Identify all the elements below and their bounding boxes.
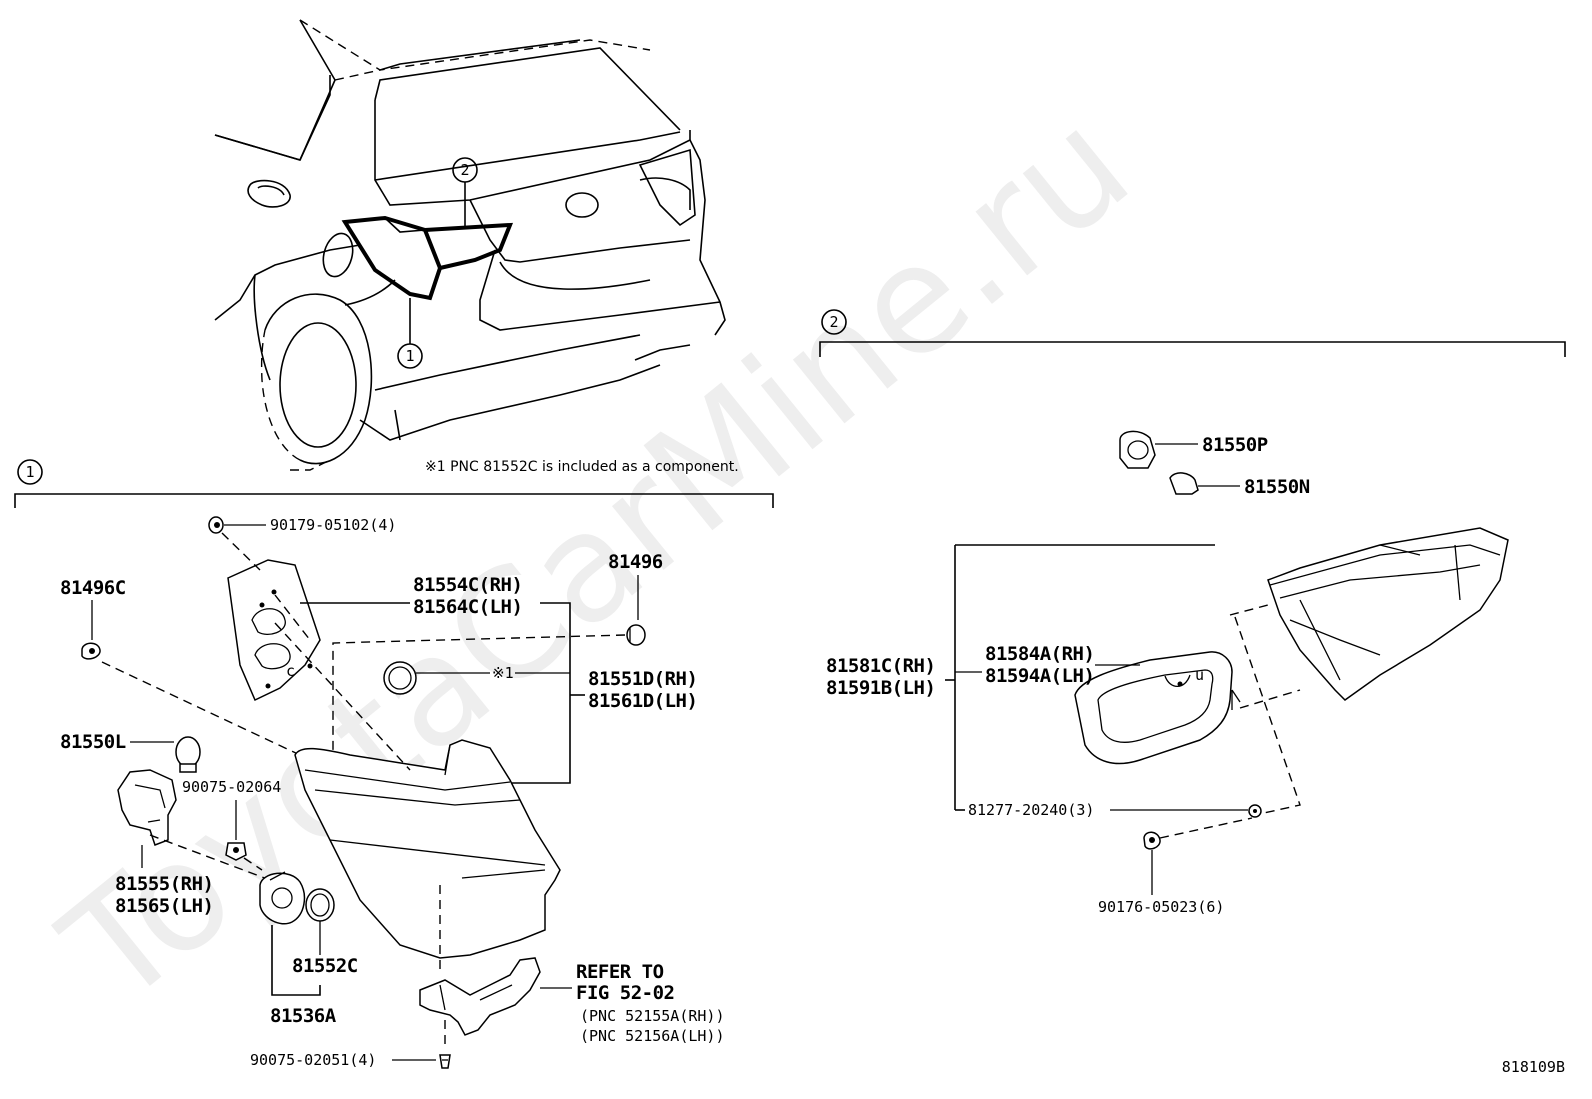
callout-2-car: 2 [452,157,478,226]
label-81591b-lh: 81591B(LH) [826,677,935,699]
bulb-81550l [175,736,201,773]
group-1-header: 1 [14,459,774,508]
label-81554c-rh: 81554C(RH) [413,574,522,596]
label-81496c: 81496C [60,577,126,599]
inner-lamp-81581c [1267,527,1509,701]
ref-mark-1: ※1 [492,664,514,682]
svg-text:1: 1 [405,347,414,365]
refer-to-line1: REFER TO [576,961,664,983]
svg-text:1: 1 [25,463,34,481]
label-81564c-lh: 81564C(LH) [413,596,522,618]
label-81277-20240: 81277-20240(3) [968,801,1094,819]
gasket-81584a: u [1074,651,1241,765]
screw-90075-02051 [439,1054,451,1069]
socket-81555 [117,769,177,846]
label-90075-02051: 90075-02051(4) [250,1051,376,1069]
rear-lamp-assembly-81551d [294,739,561,959]
label-81552c: 81552C [292,955,358,977]
screw-90075-02064 [225,842,247,861]
component-note: ※1 PNC 81552C is included as a component… [425,459,739,475]
nut-81277-20240 [1248,804,1262,818]
label-90179-05102: 90179-05102(4) [270,516,396,534]
car-rear-view-illustration [214,19,726,471]
label-81536a: 81536A [270,1005,337,1027]
label-90075-02064: 90075-02064 [182,778,281,796]
label-81555-rh: 81555(RH) [115,873,213,895]
bulb-81550n [1169,472,1199,495]
label-81496: 81496 [608,551,663,573]
gasket-81552c [305,888,335,922]
clip-81496c [81,642,101,660]
diagram-id: 818109B [1502,1058,1565,1076]
label-81594a-lh: 81594A(LH) [985,665,1094,687]
refer-to-line2: FIG 52-02 [576,982,674,1004]
group-2-header: 2 [819,309,1566,357]
label-81550n: 81550N [1244,476,1310,498]
svg-text:2: 2 [460,161,469,179]
clip-90179: 90179-05102(4) [208,516,396,534]
label-90176-05023: 90176-05023(6) [1098,898,1224,916]
callout-1-car: 1 [397,298,423,369]
label-81551d-rh: 81551D(RH) [588,668,697,690]
label-81565-lh: 81565(LH) [115,895,213,917]
refer-to-pnc-rh: (PNC 52155A(RH)) [580,1007,725,1025]
svg-text:u: u [1195,666,1204,684]
label-81561d-lh: 81561D(LH) [588,690,697,712]
rear-combination-lamp-outline [341,215,443,301]
svg-text:2: 2 [829,313,838,331]
clip-90176-05023 [1143,831,1161,850]
svg-text:c: c [286,662,295,680]
wire-harness-52155a [419,957,541,1036]
socket-81536a [259,871,306,925]
label-81584a-rh: 81584A(RH) [985,643,1094,665]
label-81550p: 81550P [1202,434,1268,456]
clip-81496 [626,624,646,646]
refer-to-pnc-lh: (PNC 52156A(LH)) [580,1027,725,1045]
label-81581c-rh: 81581C(RH) [826,655,935,677]
gasket-ring-81552c-ref: ※1 [383,661,570,695]
socket-81550p [1119,430,1156,469]
label-81550l: 81550L [60,731,126,753]
gasket-81554c: c [227,559,321,702]
